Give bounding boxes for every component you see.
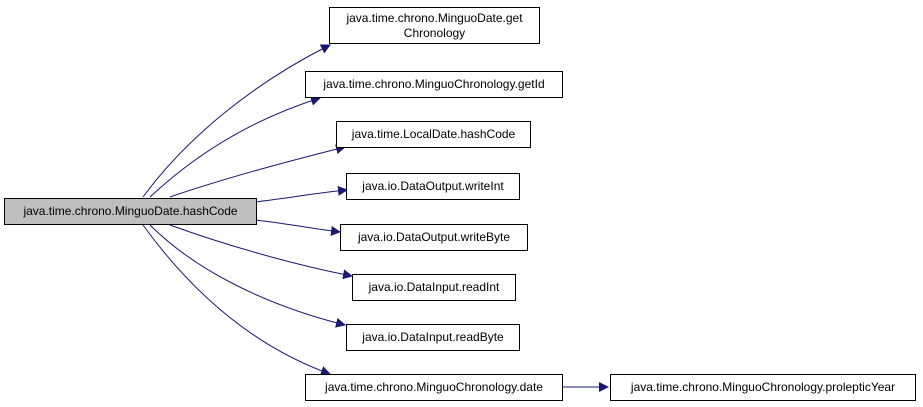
edge-hashcode-to-readbyte: [149, 224, 346, 328]
node-dataoutput-writebyte[interactable]: java.io.DataOutput.writeByte: [340, 224, 528, 251]
node-label: java.time.chrono.MinguoChronology.getId: [323, 77, 545, 91]
edge-hashcode-to-writeint: [254, 185, 348, 203]
edge-hashcode-to-getid: [149, 95, 321, 198]
node-dataoutput-writeint[interactable]: java.io.DataOutput.writeInt: [346, 173, 520, 200]
node-label: java.io.DataInput.readByte: [362, 330, 504, 344]
node-datainput-readint[interactable]: java.io.DataInput.readInt: [352, 274, 516, 301]
edge-hashcode-to-localdate-hashcode: [169, 144, 346, 198]
node-minguochronology-prolepticyear[interactable]: java.time.chrono.MinguoChronology.prolep…: [610, 374, 916, 401]
node-datainput-readbyte[interactable]: java.io.DataInput.readByte: [346, 324, 520, 351]
node-minguochronology-getid[interactable]: java.time.chrono.MinguoChronology.getId: [305, 71, 563, 98]
node-label: java.io.DataOutput.writeByte: [357, 230, 511, 244]
edge-hashcode-to-date: [142, 224, 331, 376]
node-minguochronology-date[interactable]: java.time.chrono.MinguoChronology.date: [305, 374, 563, 401]
node-label: java.time.chrono.MinguoDate.get Chronolo…: [346, 10, 523, 40]
node-label: java.time.LocalDate.hashCode: [351, 127, 516, 141]
node-localdate-hashcode[interactable]: java.time.LocalDate.hashCode: [336, 121, 531, 148]
node-minguodate-getchronology[interactable]: java.time.chrono.MinguoDate.get Chronolo…: [329, 7, 540, 44]
edge-hashcode-to-writebyte: [254, 219, 341, 236]
edge-hashcode-to-readint: [169, 224, 353, 280]
node-label: java.time.chrono.MinguoDate.hashCode: [23, 204, 238, 218]
edge-hashcode-to-getchronology: [142, 44, 331, 198]
node-label: java.time.chrono.MinguoChronology.date: [325, 380, 543, 394]
node-root-minguodate-hashcode: java.time.chrono.MinguoDate.hashCode: [4, 198, 257, 225]
node-label: java.io.DataInput.readInt: [368, 280, 500, 294]
node-label: java.io.DataOutput.writeInt: [362, 179, 504, 193]
node-label: java.time.chrono.MinguoChronology.prolep…: [630, 380, 896, 394]
